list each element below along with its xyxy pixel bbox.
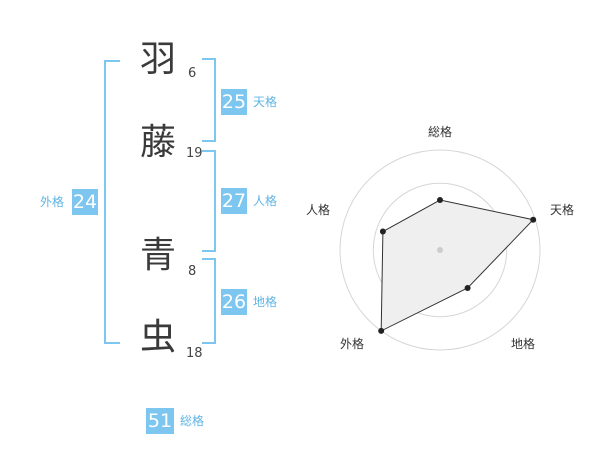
- radar-point-4: [379, 228, 386, 235]
- radar-point-0: [437, 197, 443, 203]
- chikaku-label: 地格: [253, 295, 278, 309]
- radar-axis-chikaku: 地格: [511, 337, 536, 351]
- stroke-count-4: 18: [186, 346, 203, 361]
- tenkaku-label: 天格: [253, 95, 278, 109]
- name-char-3: 青: [139, 235, 176, 276]
- gaikaku-label: 外格: [40, 195, 65, 209]
- jinkaku-value: 27: [221, 188, 247, 214]
- gaikaku-bracket: [104, 60, 120, 344]
- tenkaku-value: 25: [221, 89, 247, 115]
- name-char-4: 虫: [139, 317, 176, 358]
- radar-polygon: [380, 199, 535, 332]
- name-char-1: 羽: [139, 39, 176, 80]
- stroke-count-2: 19: [186, 146, 203, 161]
- radar-point-2: [464, 285, 471, 291]
- tenkaku-bracket: [202, 58, 216, 142]
- chikaku-bracket: [202, 258, 216, 344]
- stroke-count-1: 6: [188, 66, 197, 81]
- soukaku-value: 51: [146, 408, 174, 434]
- radar-point-1: [530, 216, 537, 223]
- radar-point-3: [378, 327, 385, 334]
- radar-axis-tenkaku: 天格: [550, 203, 575, 217]
- soukaku-label: 総格: [180, 414, 205, 428]
- jinkaku-label: 人格: [253, 194, 278, 208]
- radar-ring-2: [372, 182, 508, 318]
- chikaku-value: 26: [221, 289, 247, 315]
- radar-center-dot: [437, 247, 443, 253]
- radar-axis-gaikaku: 外格: [340, 337, 365, 351]
- radar-ring-3: [339, 149, 541, 351]
- radar-points: [378, 197, 537, 334]
- radar-axis-soukaku: 総格: [428, 125, 453, 139]
- jinkaku-bracket: [202, 150, 216, 252]
- stroke-count-3: 8: [188, 264, 197, 279]
- name-char-2: 藤: [139, 122, 176, 163]
- radar-axis-jinkaku: 人格: [306, 203, 331, 217]
- gaikaku-value: 24: [72, 189, 98, 215]
